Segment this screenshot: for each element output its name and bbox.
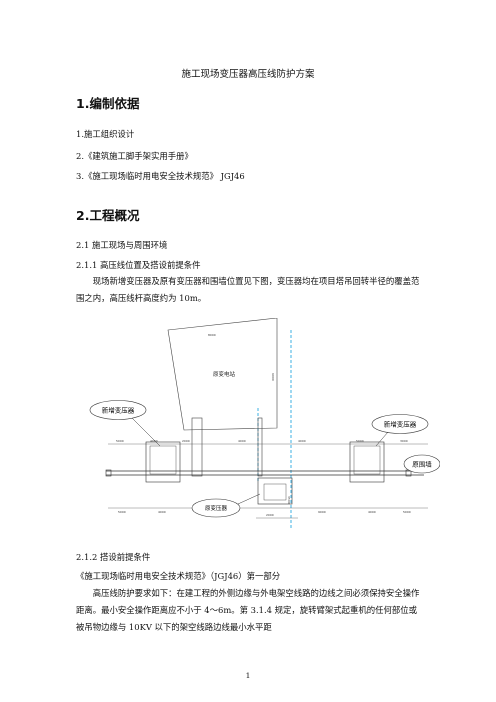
- subsection-2-1-2: 2.1.2 搭设前提条件: [76, 552, 151, 562]
- page-number: 1: [245, 671, 251, 680]
- boundary-wall: [105, 469, 424, 477]
- basis-item-1: 1.施工组织设计: [76, 129, 135, 139]
- right-transformer-label: 新增变压器: [384, 420, 417, 429]
- standard-quote: 《施工现场临时用电安全技术规范》（JGJ46）第一部分: [76, 571, 281, 581]
- subsection-2-1-1: 2.1.1 高压线位置及搭设前提条件: [76, 260, 201, 270]
- upper-dimensions: 5000 4000 2000 4000 4000 5000 3000: [116, 439, 408, 443]
- svg-text:4000: 4000: [158, 510, 166, 514]
- svg-text:5000: 5000: [403, 510, 411, 514]
- basis-item-3: 3.《施工现场临时用电安全技术规范》 JGJ46: [76, 171, 245, 181]
- dim-mid: 3500: [287, 496, 291, 504]
- substation-building: 原变电站 8000 6000: [167, 318, 278, 431]
- lower-dimensions: 5000 4000 9000 9000 4000 5000: [118, 510, 411, 514]
- section-heading-overview: 2.工程概况: [76, 208, 140, 223]
- old-transformer-label: 原变压器: [205, 504, 228, 512]
- svg-text:4000: 4000: [298, 439, 306, 443]
- new-transformer-right: [349, 441, 385, 483]
- svg-text:2000: 2000: [182, 439, 190, 443]
- svg-text:4000: 4000: [368, 510, 376, 514]
- svg-text:9000: 9000: [318, 510, 326, 514]
- paragraph-overview: 现场新增变压器及原有变压器和围墙位置见下图，变压器均在项目塔吊回转半径的覆盖范围…: [76, 276, 420, 303]
- basis-item-2: 2.《建筑施工脚手架实用手册》: [76, 151, 193, 161]
- section-heading-basis: 1.编制依据: [76, 96, 140, 111]
- dim-top: 8000: [208, 333, 216, 337]
- callout-right-transformer: 新增变压器: [371, 414, 429, 447]
- callout-old-transformer: 原变压器: [191, 493, 261, 518]
- old-transformer: 2000 3500: [256, 477, 298, 519]
- site-layout-diagram: 原变电站 8000 6000 5000 4000 2000 4000 4000 …: [89, 318, 440, 528]
- subsection-2-1: 2.1 施工现场与周围环境: [76, 240, 168, 250]
- callout-wall: 原围墙: [403, 454, 440, 474]
- dim-side: 6000: [271, 373, 275, 381]
- callout-left-transformer: 新增变压器: [89, 400, 161, 447]
- svg-text:5000: 5000: [356, 439, 364, 443]
- document-title: 施工现场变压器高压线防护方案: [181, 69, 315, 80]
- wall-label: 原围墙: [412, 460, 432, 469]
- svg-text:4000: 4000: [238, 439, 246, 443]
- new-transformer-left: [145, 441, 181, 483]
- substation-label: 原变电站: [213, 370, 236, 378]
- svg-text:5000: 5000: [116, 439, 124, 443]
- svg-text:3000: 3000: [400, 439, 408, 443]
- svg-text:4000: 4000: [150, 439, 158, 443]
- left-transformer-label: 新增变压器: [102, 406, 135, 415]
- dim-bottom: 2000: [266, 513, 274, 517]
- svg-text:5000: 5000: [118, 510, 126, 514]
- paragraph-protection: 高压线防护要求如下：在建工程的外侧边缘与外电架空线路的边线之间必须保持安全操作距…: [76, 588, 420, 632]
